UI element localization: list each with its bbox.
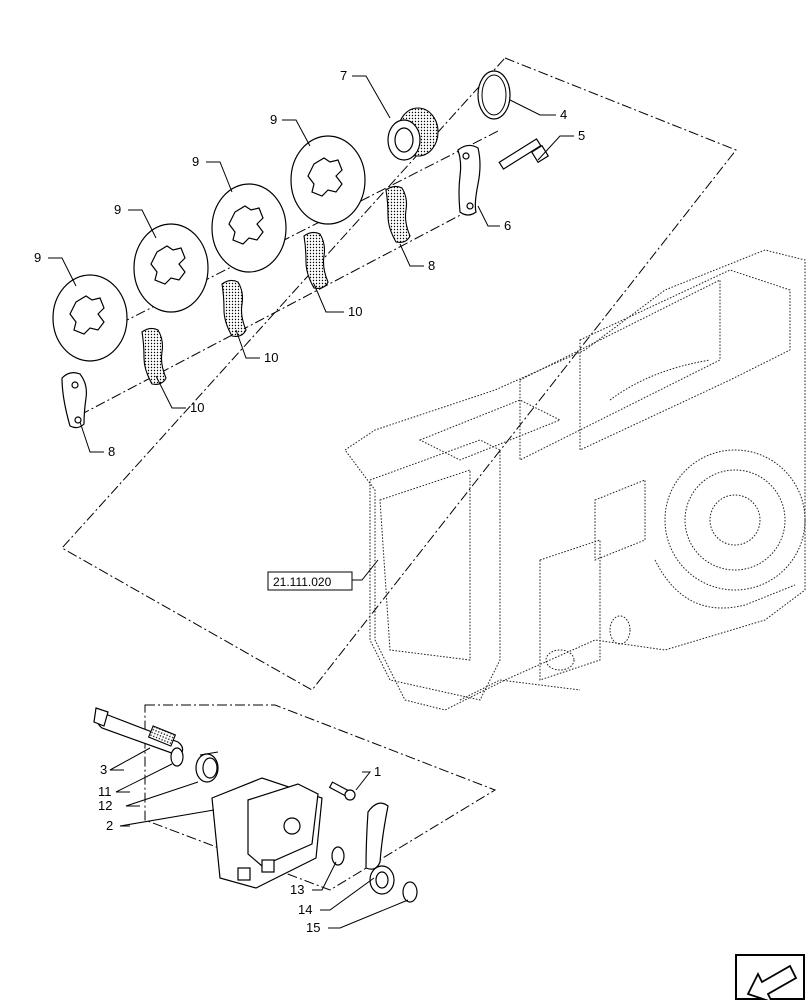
callout-12: 12 <box>98 798 112 813</box>
callout-14: 14 <box>298 902 312 917</box>
callout-8-lower: 8 <box>108 444 115 459</box>
retaining-ring-11 <box>170 747 184 767</box>
callout-15: 15 <box>306 920 320 935</box>
transmission-housing <box>344 249 806 711</box>
o-ring <box>402 881 418 903</box>
callout-8-upper: 8 <box>428 258 435 273</box>
leader-lines <box>48 75 574 929</box>
retaining-ring-13 <box>331 846 345 866</box>
screw <box>328 781 356 801</box>
centerline-lower <box>79 209 471 416</box>
friction-disc-4 <box>290 135 366 225</box>
callout-13: 13 <box>290 882 304 897</box>
assembly-envelope-upper <box>61 57 737 691</box>
separator-plate-3 <box>303 231 329 289</box>
separator-plate-4 <box>385 185 411 243</box>
reference-label[interactable]: 21.111.020 <box>273 575 332 589</box>
link <box>457 144 481 216</box>
callout-10-a: 10 <box>348 304 362 319</box>
callout-9-b: 9 <box>114 202 121 217</box>
assembly-envelope-lower <box>144 704 497 891</box>
callout-9-c: 9 <box>192 154 199 169</box>
friction-disc-2 <box>133 223 209 313</box>
separator-plate-2 <box>221 279 247 337</box>
pin <box>498 138 550 170</box>
callout-11: 11 <box>98 784 112 799</box>
friction-disc-3 <box>211 183 287 273</box>
callout-2: 2 <box>106 818 113 833</box>
reference-link-box[interactable]: 21.111.020 <box>267 571 353 591</box>
callout-5: 5 <box>578 128 585 143</box>
shaft <box>93 707 184 757</box>
snap-ring <box>477 70 511 120</box>
callout-1: 1 <box>374 764 381 779</box>
end-plate-8 <box>61 372 87 429</box>
callout-10-c: 10 <box>190 400 204 415</box>
cover-housing <box>211 777 323 889</box>
callout-9-a: 9 <box>34 250 41 265</box>
callout-4: 4 <box>560 107 567 122</box>
hub-gear <box>387 107 439 161</box>
callout-3: 3 <box>100 762 107 777</box>
callout-6: 6 <box>504 218 511 233</box>
friction-disc-1 <box>52 274 128 362</box>
callout-9-d: 9 <box>270 112 277 127</box>
separator-plate-1 <box>141 327 167 385</box>
callout-10-b: 10 <box>264 350 278 365</box>
callout-7: 7 <box>340 68 347 83</box>
arrow-left-down-icon[interactable] <box>735 954 805 1000</box>
shift-lever <box>365 802 395 895</box>
torsion-spring <box>195 751 219 783</box>
